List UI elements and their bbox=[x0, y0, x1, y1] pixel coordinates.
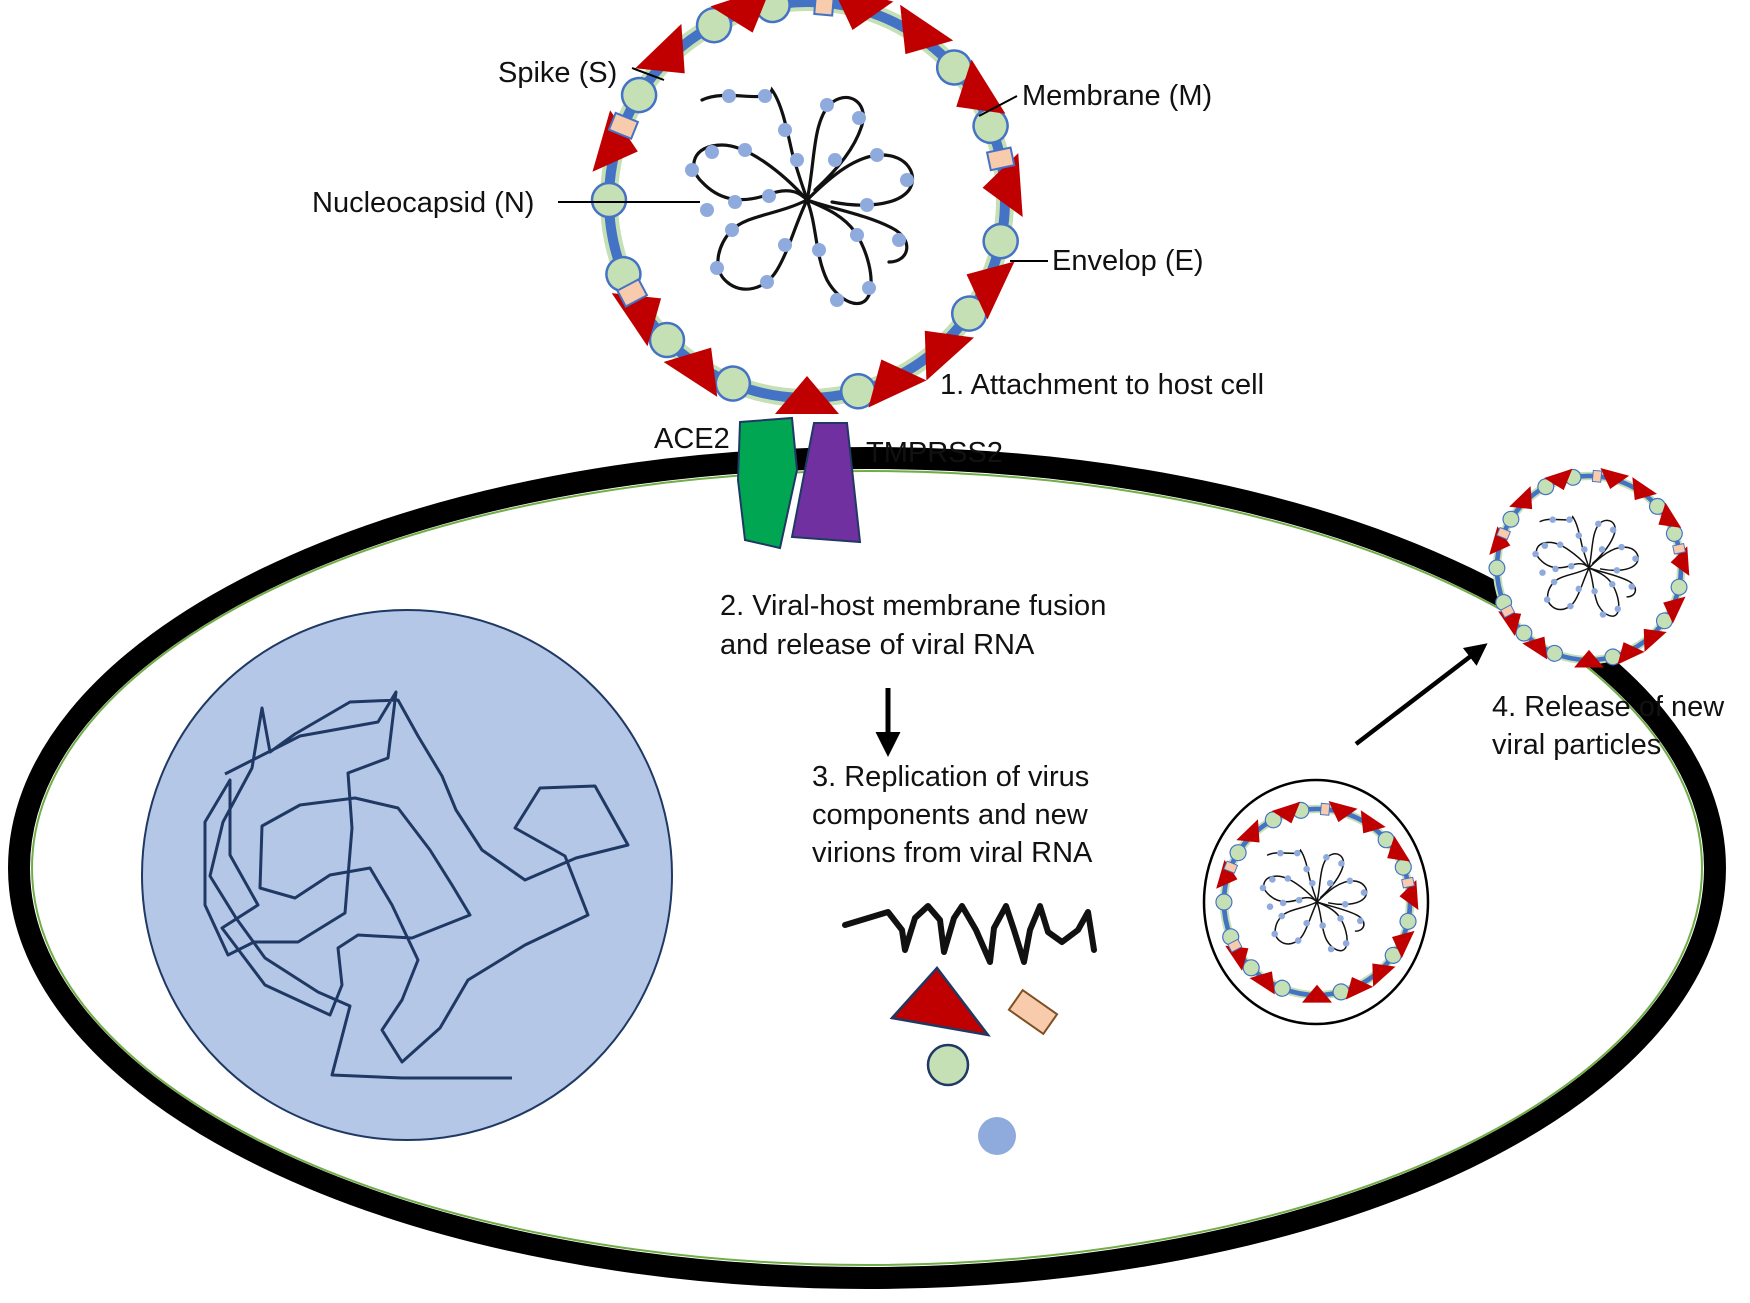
membrane-label: Membrane (M) bbox=[1022, 80, 1212, 112]
step1-label: 1. Attachment to host cell bbox=[940, 369, 1264, 401]
replicating-components bbox=[842, 903, 1097, 1155]
tmprss2-protease bbox=[790, 422, 862, 544]
nucleocapsid-label: Nucleocapsid (N) bbox=[312, 187, 534, 219]
nucleocapsid-protein-component bbox=[978, 1117, 1016, 1155]
step3-label-line3: virions from viral RNA bbox=[812, 837, 1093, 869]
released-virus-particle bbox=[1489, 468, 1689, 667]
step2-label-line2: and release of viral RNA bbox=[720, 629, 1035, 661]
spike-label: Spike (S) bbox=[498, 57, 617, 89]
step4-label-line1: 4. Release of new bbox=[1492, 691, 1725, 723]
attaching-virus-particle bbox=[592, 0, 1023, 414]
tmprss2-label: TMPRSS2 bbox=[866, 437, 1003, 469]
step4-label-line2: viral particles bbox=[1492, 729, 1661, 761]
step3-label-line2: components and new bbox=[812, 799, 1089, 831]
membrane-leader-line bbox=[978, 95, 1018, 117]
envelope-protein-component bbox=[1007, 988, 1059, 1036]
viral-rna-strand bbox=[842, 903, 1097, 965]
ace2-receptor bbox=[736, 416, 799, 550]
host-cell-inner-line bbox=[31, 470, 1703, 1266]
ace2-label: ACE2 bbox=[654, 423, 730, 455]
envelope-label: Envelop (E) bbox=[1052, 245, 1204, 277]
nucleus bbox=[141, 609, 673, 1141]
spike-leader-line bbox=[631, 67, 665, 81]
step2-label-line1: 2. Viral-host membrane fusion bbox=[720, 590, 1106, 622]
spike-protein-component bbox=[889, 966, 991, 1037]
dna-strand bbox=[203, 690, 630, 1080]
step3-label-line1: 3. Replication of virus bbox=[812, 761, 1089, 793]
arrow-up-right-icon bbox=[1354, 643, 1488, 746]
membrane-protein-component bbox=[926, 1043, 970, 1087]
vesicle-with-new-virion bbox=[1202, 778, 1430, 1026]
